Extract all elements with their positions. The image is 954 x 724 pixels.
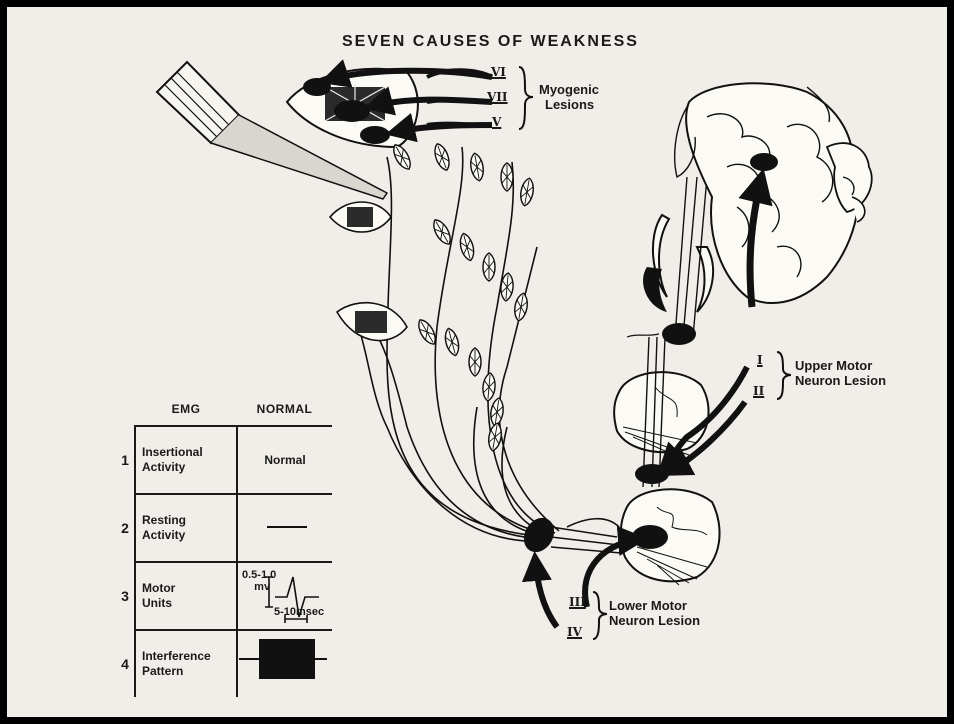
row-number: 4 [116, 630, 135, 697]
lower-motor-numeral-iii: III [569, 595, 586, 609]
row-label-line2: Units [142, 596, 236, 611]
row-value [237, 630, 332, 697]
myogenic-label-line1: Myogenic [539, 82, 599, 97]
row-number: 1 [116, 426, 135, 494]
lower-motor-label-line2: Neuron Lesion [609, 613, 700, 628]
slide: SEVEN CAUSES OF WEAKNESS VI VII V Myogen… [7, 7, 947, 717]
myogenic-muscle-bundle-icon [287, 69, 492, 147]
motor-unit-duration: 5-10msec [274, 605, 324, 620]
myogenic-numeral-v: V [492, 115, 501, 129]
myogenic-brace [519, 67, 533, 129]
normal-header: NORMAL [237, 393, 332, 426]
upper-motor-label-line2: Neuron Lesion [795, 373, 886, 388]
emg-header: EMG [135, 393, 237, 426]
lower-motor-numeral-iv: IV [567, 625, 582, 639]
lower-motor-brace [593, 592, 607, 639]
row-label-line2: Activity [142, 460, 236, 475]
row-number: 2 [116, 494, 135, 562]
myogenic-label-line2: Lesions [539, 97, 599, 112]
myogenic-numeral-vii: VII [487, 90, 508, 104]
motor-unit-amplitude-unit: mv [242, 581, 276, 593]
row-label-line1: Resting [142, 513, 236, 528]
row-number: 3 [116, 562, 135, 630]
upper-motor-brace [777, 352, 791, 399]
lower-motor-neuron-lesion-label: Lower Motor Neuron Lesion [609, 598, 700, 628]
slide-title: SEVEN CAUSES OF WEAKNESS [342, 33, 639, 51]
row-label-line1: Motor [142, 581, 236, 596]
row-value: — [237, 494, 332, 562]
myogenic-numeral-vi: VI [491, 65, 506, 79]
lower-motor-label-line1: Lower Motor [609, 598, 700, 613]
spinal-cord-upper-icon [614, 337, 708, 487]
row-label-line1: Interference [142, 649, 236, 664]
brainstem-icon [627, 177, 713, 345]
upper-motor-numeral-i: I [757, 353, 763, 367]
muscle-fiber-cluster-bottom-icon [337, 303, 505, 452]
row-label-line2: Activity [142, 528, 236, 543]
row-label-line1: Insertional [142, 445, 236, 460]
upper-motor-neuron-lesion-label: Upper Motor Neuron Lesion [795, 358, 886, 388]
row-label-line2: Pattern [142, 664, 236, 679]
upper-motor-label-line1: Upper Motor [795, 358, 886, 373]
motor-unit-amplitude-value: 0.5-1.0 [242, 569, 276, 581]
upper-motor-numeral-ii: II [753, 384, 764, 398]
row-value: Normal [237, 426, 332, 494]
myogenic-lesions-label: Myogenic Lesions [539, 82, 599, 112]
